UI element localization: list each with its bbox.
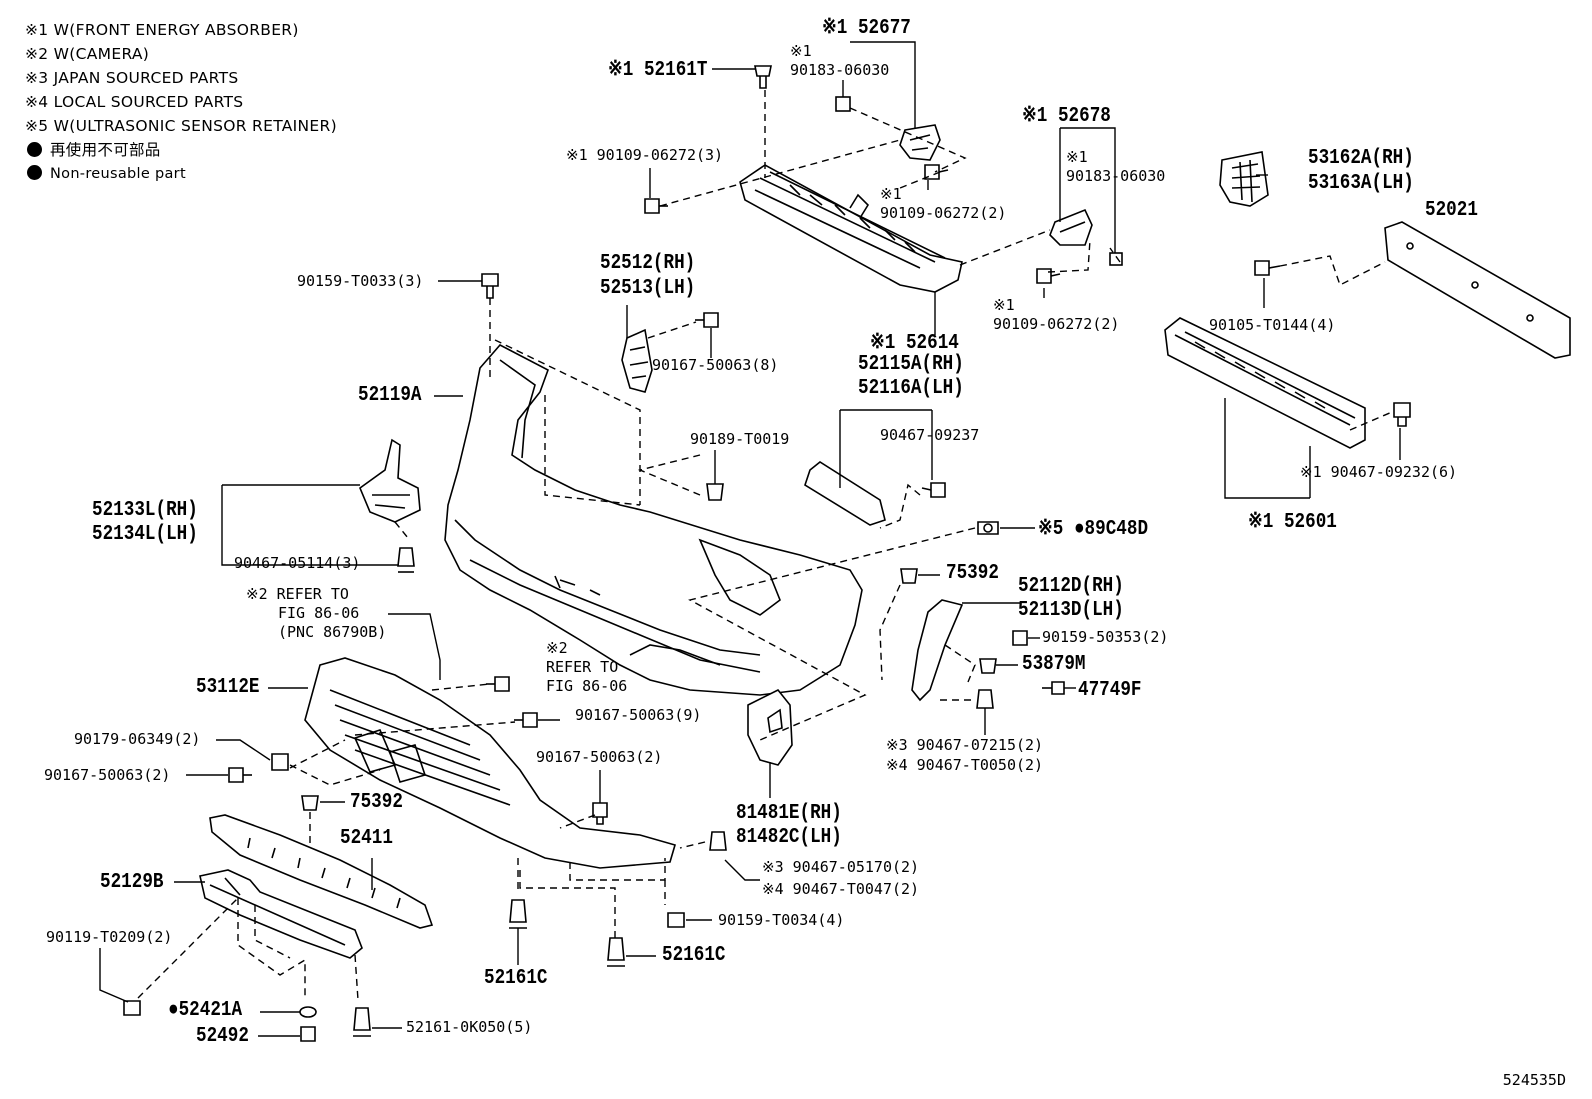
part-label-52411[interactable]: 52411 xyxy=(340,827,393,850)
part-label-52492[interactable]: 52492 xyxy=(196,1025,249,1048)
part-label-90467-09232[interactable]: ※1 90467-09232(6) xyxy=(1300,463,1458,481)
non-reusable-dot-icon xyxy=(27,142,42,157)
part-label-90183-06030-right[interactable]: ※1 90183-06030 xyxy=(1066,148,1166,185)
retainer-52115A xyxy=(804,461,886,526)
part-label-52134L[interactable]: 52134L(LH) xyxy=(92,523,198,546)
bumper-cover-52119A xyxy=(444,343,863,696)
part-label-53163A[interactable]: 53163A(LH) xyxy=(1308,172,1414,195)
part-label-52115A[interactable]: 52115A(RH) xyxy=(858,353,964,376)
part-label-90167-50063-2-right[interactable]: 90167-50063(2) xyxy=(536,748,663,766)
clip-square-icon xyxy=(835,96,851,112)
part-label-90189-T0019[interactable]: 90189-T0019 xyxy=(690,430,790,448)
part-label-52113D[interactable]: 52113D(LH) xyxy=(1018,599,1124,622)
part-label-90109-06272-right[interactable]: ※1 90109-06272(2) xyxy=(993,296,1120,333)
part-label-52677[interactable]: ※1 52677 xyxy=(822,17,911,40)
bolt-icons xyxy=(123,65,1411,1042)
part-label-52133L[interactable]: 52133L(RH) xyxy=(92,499,198,522)
part-label-52421A[interactable]: ●52421A xyxy=(168,999,243,1022)
part-label-52119A[interactable]: 52119A xyxy=(358,384,422,407)
non-reusable-dot-icon xyxy=(27,165,42,180)
part-label-90467-09237[interactable]: 90467-09237 xyxy=(880,426,980,444)
bracket-52512 xyxy=(621,328,653,393)
legend-note-1: ※1 W(FRONT ENERGY ABSORBER) xyxy=(25,21,299,39)
part-label-90109-06272-mid[interactable]: ※1 90109-06272(2) xyxy=(880,185,1007,222)
part-label-52161C-left[interactable]: 52161C xyxy=(484,967,548,990)
part-label-90159-T0034[interactable]: 90159-T0034(4) xyxy=(718,911,845,929)
legend-note-3: ※3 JAPAN SOURCED PARTS xyxy=(25,69,239,87)
leader-lines xyxy=(99,41,1401,1037)
legend: ※1 W(FRONT ENERGY ABSORBER) ※2 W(CAMERA)… xyxy=(25,18,337,186)
part-label-90167-50063-2-left[interactable]: 90167-50063(2) xyxy=(44,766,171,784)
part-label-90467-T0050[interactable]: ※4 90467-T0050(2) xyxy=(886,756,1044,774)
part-label-90105-T0144[interactable]: 90105-T0144(4) xyxy=(1209,316,1336,334)
part-label-53879M[interactable]: 53879M xyxy=(1022,653,1086,676)
refer-to-label-1[interactable]: ※2 REFER TO xyxy=(246,585,349,603)
part-label-90167-50063-9[interactable]: 90167-50063(9) xyxy=(575,706,702,724)
part-label-81481E[interactable]: 81481E(RH) xyxy=(736,802,842,825)
legend-note-4: ※4 LOCAL SOURCED PARTS xyxy=(25,93,244,111)
lower-cover-52129B xyxy=(199,869,363,959)
legend-note-2: ※2 W(CAMERA) xyxy=(25,45,150,63)
cover-81481E xyxy=(747,688,793,766)
part-label-90467-05114[interactable]: 90467-05114(3) xyxy=(234,554,361,572)
part-label-75392-left[interactable]: 75392 xyxy=(350,791,403,814)
diagram-code: 524535D xyxy=(1502,1071,1566,1089)
part-label-52021[interactable]: 52021 xyxy=(1425,199,1478,222)
part-label-90159-50353[interactable]: 90159-50353(2) xyxy=(1042,628,1169,646)
bracket-52133L xyxy=(359,438,421,523)
part-label-90119-T0209[interactable]: 90119-T0209(2) xyxy=(46,928,173,946)
part-label-90159-T0033[interactable]: 90159-T0033(3) xyxy=(297,272,424,290)
lower-moulding-52411 xyxy=(209,814,434,929)
refer-to-fig-label-1[interactable]: FIG 86-06 xyxy=(278,604,360,622)
part-label-90109-06272-left[interactable]: ※1 90109-06272(3) xyxy=(566,146,724,164)
part-label-52129B[interactable]: 52129B xyxy=(100,871,164,894)
license-plate-bracket-52021 xyxy=(1384,221,1571,359)
refer-to-fig-label-2[interactable]: FIG 86-06 xyxy=(546,677,628,695)
bracket-53162A xyxy=(1219,151,1269,207)
part-label-90167-50063-8[interactable]: 90167-50063(8) xyxy=(652,356,779,374)
energy-absorber-52614 xyxy=(739,164,963,293)
part-label-52112D[interactable]: 52112D(RH) xyxy=(1018,575,1124,598)
part-label-52678[interactable]: ※1 52678 xyxy=(1022,105,1111,128)
assembly-lines xyxy=(137,90,1393,1001)
legend-nonreusable-jp: 再使用不可部品 xyxy=(50,141,161,159)
part-label-90467-05170[interactable]: ※3 90467-05170(2) xyxy=(762,858,920,876)
part-label-52614[interactable]: ※1 52614 xyxy=(870,332,959,355)
part-label-53112E[interactable]: 53112E xyxy=(196,676,260,699)
reinforcement-52601 xyxy=(1164,317,1366,449)
part-label-52161T[interactable]: ※1 52161T xyxy=(608,59,708,82)
part-label-52161-0K050[interactable]: 52161-0K050(5) xyxy=(406,1018,533,1036)
part-label-89C48D[interactable]: ※5 ●89C48D xyxy=(1038,518,1149,541)
part-label-75392-right[interactable]: 75392 xyxy=(946,562,999,585)
refer-to-pnc-label[interactable]: (PNC 86790B) xyxy=(278,623,387,641)
bracket-52677 xyxy=(899,124,941,161)
part-label-90467-07215[interactable]: ※3 90467-07215(2) xyxy=(886,736,1044,754)
part-label-52601[interactable]: ※1 52601 xyxy=(1248,511,1337,534)
part-label-47749F[interactable]: 47749F xyxy=(1078,679,1142,702)
part-label-90183-06030-top[interactable]: ※1 90183-06030 xyxy=(790,42,890,79)
clip-square-icon xyxy=(1109,252,1123,266)
legend-nonreusable-en: Non-reusable part xyxy=(50,166,186,182)
part-label-90179-06349[interactable]: 90179-06349(2) xyxy=(74,730,201,748)
part-label-52116A[interactable]: 52116A(LH) xyxy=(858,377,964,400)
bumper-side-retainer-52112D xyxy=(911,599,964,702)
part-label-81482C[interactable]: 81482C(LH) xyxy=(736,826,842,849)
part-label-52512[interactable]: 52512(RH) xyxy=(600,252,696,275)
part-label-53162A[interactable]: 53162A(RH) xyxy=(1308,147,1414,170)
part-label-52513[interactable]: 52513(LH) xyxy=(600,277,696,300)
refer-to-label-2-mark[interactable]: ※2 xyxy=(546,639,568,657)
part-label-52161C-right[interactable]: 52161C xyxy=(662,944,726,967)
bracket-52678 xyxy=(1049,208,1093,246)
radiator-grille-53112E xyxy=(304,657,676,869)
legend-note-5: ※5 W(ULTRASONIC SENSOR RETAINER) xyxy=(25,117,337,135)
part-label-90467-T0047[interactable]: ※4 90467-T0047(2) xyxy=(762,880,920,898)
refer-to-label-2[interactable]: REFER TO xyxy=(546,658,619,676)
